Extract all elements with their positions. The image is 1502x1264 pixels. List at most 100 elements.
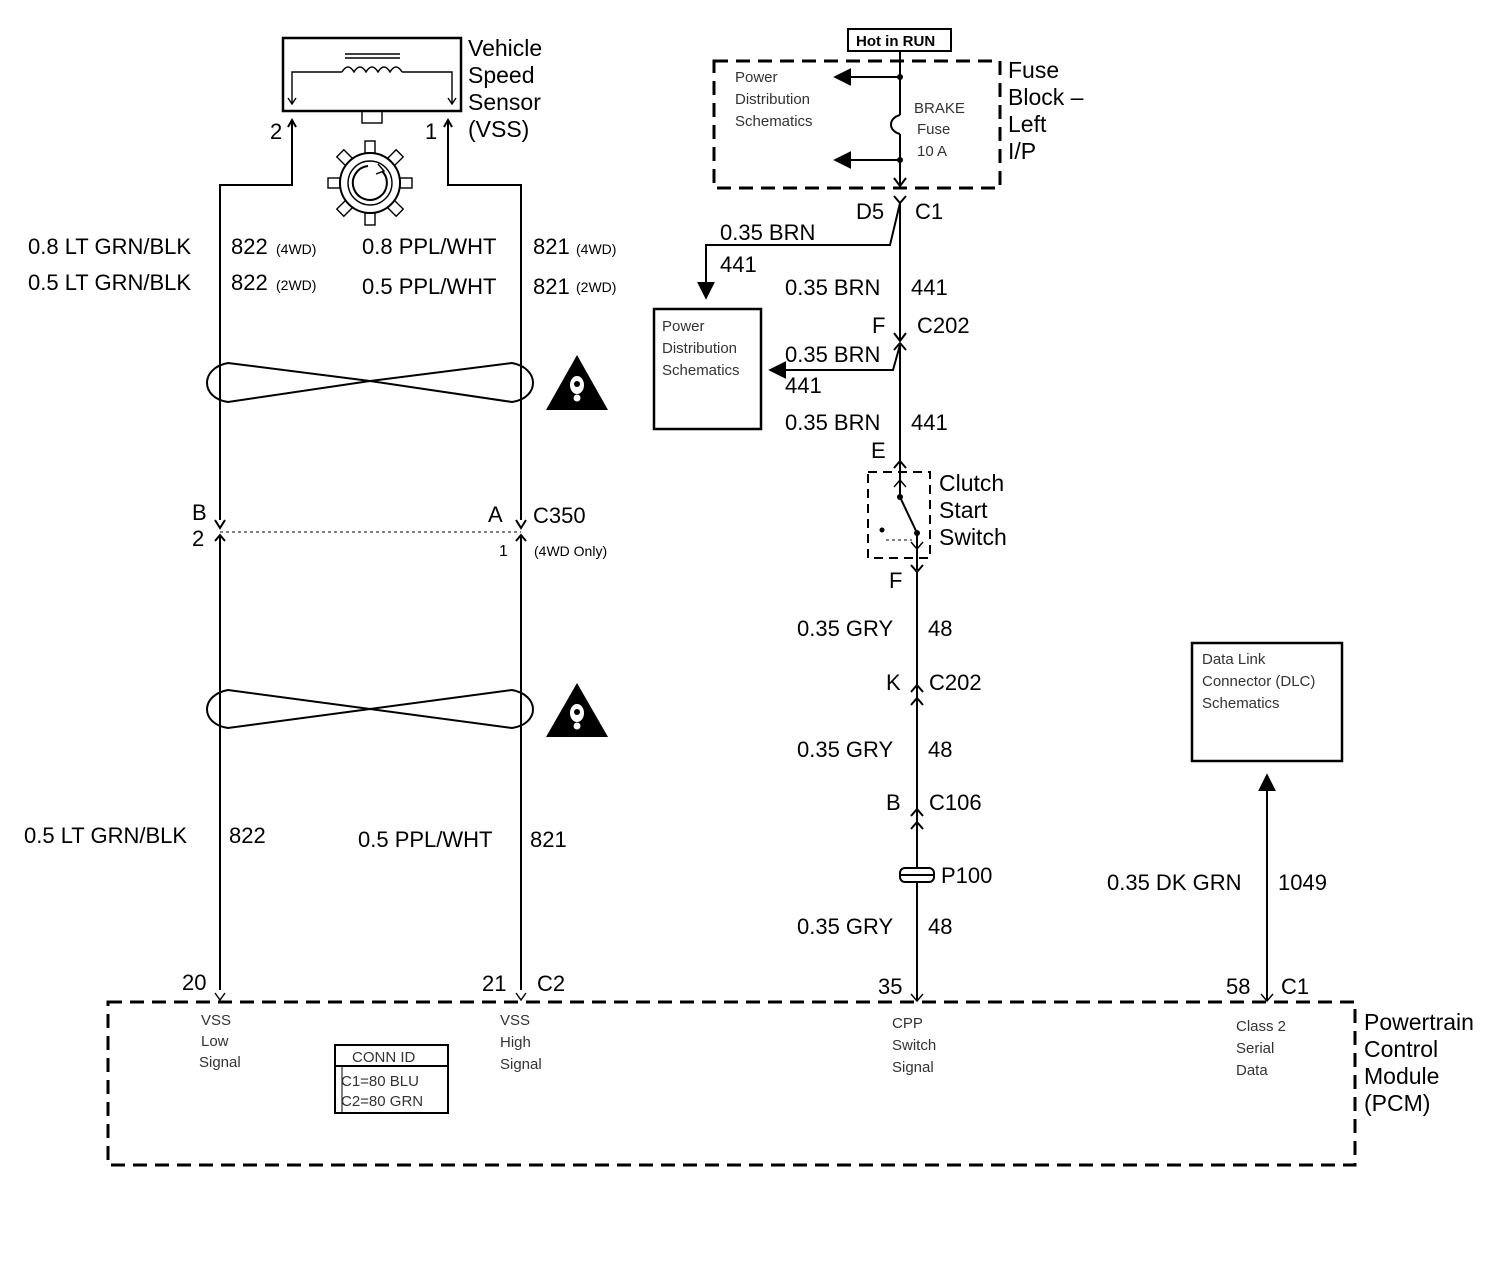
left-wire-2wd-tag: (2WD)	[276, 277, 316, 293]
class2-label-1: Class 2	[1236, 1018, 1286, 1035]
conn-id-c2: C2=80 GRN	[341, 1093, 423, 1110]
brn-circuit-2: 441	[911, 410, 948, 435]
vss-high-1: VSS	[500, 1012, 530, 1029]
fuse-block-title-3: Left	[1008, 111, 1047, 137]
fuse-pd-3: Schematics	[735, 113, 813, 130]
fuse-icon	[890, 114, 901, 135]
b-pin: B	[886, 790, 901, 815]
f-pin: F	[889, 568, 902, 593]
svg-text:Hot in RUN: Hot in RUN	[856, 33, 935, 50]
pcm-c1: C1	[1281, 974, 1309, 999]
right-wire-2wd-tag: (2WD)	[576, 279, 616, 295]
pcm-title-1: Powertrain	[1364, 1009, 1474, 1035]
high-wire: 0.5 PPL/WHT	[358, 827, 492, 852]
warning-icon	[546, 355, 608, 410]
vss-title-2: Speed	[468, 62, 535, 88]
splice-label: P100	[941, 863, 992, 888]
fuse-pd-1: Power	[735, 69, 778, 86]
fuse-label-1: BRAKE	[914, 100, 965, 117]
gry-circuit-3: 48	[928, 914, 952, 939]
left-wire-4wd: 0.8 LT GRN/BLK	[28, 234, 191, 259]
power-distribution-box	[652, 307, 763, 431]
c202-connector: C202	[917, 313, 970, 338]
pcm-pin-58: 58	[1226, 974, 1250, 999]
e-pin: E	[871, 438, 886, 463]
dlc-circuit: 1049	[1278, 870, 1327, 895]
dlc-box	[1190, 641, 1344, 763]
right-wire-4wd-tag: (4WD)	[576, 241, 616, 257]
pcm-title-3: Module	[1364, 1063, 1439, 1089]
b-connector: C106	[929, 790, 982, 815]
c350-pin-1: 1	[499, 543, 508, 560]
conn-id-title: CONN ID	[352, 1049, 416, 1066]
pd-box-3: Schematics	[662, 362, 740, 379]
brn-branch2-wire: 0.35 BRN	[785, 342, 880, 367]
cpp-label-1: CPP	[892, 1015, 923, 1032]
gry-circuit-1: 48	[928, 616, 952, 641]
vss-pin-1: 1	[425, 119, 437, 144]
dlc-wire: 0.35 DK GRN	[1107, 870, 1242, 895]
cpp-label-3: Signal	[892, 1059, 934, 1076]
left-wire-4wd-tag: (4WD)	[276, 241, 316, 257]
vss-sensor: Vehicle Speed Sensor (VSS) 2 1	[270, 35, 542, 144]
vss-high-2: High	[500, 1034, 531, 1051]
fuse-label-2: Fuse	[917, 121, 950, 138]
fuse-block-title-4: I/P	[1008, 138, 1036, 164]
left-wire-2wd-circuit: 822	[231, 270, 268, 295]
gry-circuit-2: 48	[928, 737, 952, 762]
vss-title-3: Sensor	[468, 89, 541, 115]
switch-icon	[867, 461, 931, 574]
brn-branch-wire: 0.35 BRN	[720, 220, 815, 245]
pcm-pin-21: 21	[482, 971, 506, 996]
high-circuit: 821	[530, 827, 567, 852]
d5-pin: D5	[856, 199, 884, 224]
clutch-title-1: Clutch	[939, 470, 1004, 496]
brn-wire-1: 0.35 BRN	[785, 275, 880, 300]
c202-pin-f: F	[872, 313, 885, 338]
low-wire: 0.5 LT GRN/BLK	[24, 823, 187, 848]
k-connector: C202	[929, 670, 982, 695]
c350-pin-b: B	[192, 500, 207, 525]
fuse-pd-2: Distribution	[735, 91, 810, 108]
hot-in-run-badge: Hot in RUN	[847, 28, 952, 52]
brn-wire-2: 0.35 BRN	[785, 410, 880, 435]
k-pin: K	[886, 670, 901, 695]
dlc-box-3: Schematics	[1202, 695, 1280, 712]
conn-id-c1: C1=80 BLU	[341, 1073, 419, 1090]
vss-title-1: Vehicle	[468, 35, 542, 61]
fuse-block-title-1: Fuse	[1008, 57, 1059, 83]
vss-high-3: Signal	[500, 1056, 542, 1073]
pcm-outline	[106, 1000, 1357, 1167]
class2-label-3: Data	[1236, 1062, 1268, 1079]
vss-pin-2: 2	[270, 119, 282, 144]
pd-box-2: Distribution	[662, 340, 737, 357]
right-wire-2wd-circuit: 821	[533, 274, 570, 299]
c350-pin-2: 2	[192, 526, 204, 551]
c1-connector: C1	[915, 199, 943, 224]
right-wire-2wd: 0.5 PPL/WHT	[362, 274, 496, 299]
brn-circuit-1: 441	[911, 275, 948, 300]
brn-branch-circuit: 441	[720, 252, 757, 277]
pcm-title-2: Control	[1364, 1036, 1438, 1062]
vss-low-2: Low	[201, 1033, 229, 1050]
low-circuit: 822	[229, 823, 266, 848]
class2-label-2: Serial	[1236, 1040, 1274, 1057]
c350-name: C350	[533, 503, 586, 528]
pd-box-1: Power	[662, 318, 705, 335]
pcm-c2: C2	[537, 971, 565, 996]
dlc-box-1: Data Link	[1202, 651, 1266, 668]
splice-icon	[899, 867, 935, 883]
gry-wire-1: 0.35 GRY	[797, 616, 894, 641]
vss-low-1: VSS	[201, 1012, 231, 1029]
fuse-label-3: 10 A	[917, 143, 947, 160]
left-wire-2wd: 0.5 LT GRN/BLK	[28, 270, 191, 295]
c350-pin-a: A	[488, 502, 503, 527]
fuse-block-outline	[712, 59, 1002, 190]
dlc-box-2: Connector (DLC)	[1202, 673, 1315, 690]
clutch-title-3: Switch	[939, 524, 1007, 550]
pcm-title-4: (PCM)	[1364, 1090, 1430, 1116]
pcm-pin-20: 20	[182, 970, 206, 995]
warning-icon	[546, 683, 608, 737]
pcm-pin-35: 35	[878, 974, 902, 999]
